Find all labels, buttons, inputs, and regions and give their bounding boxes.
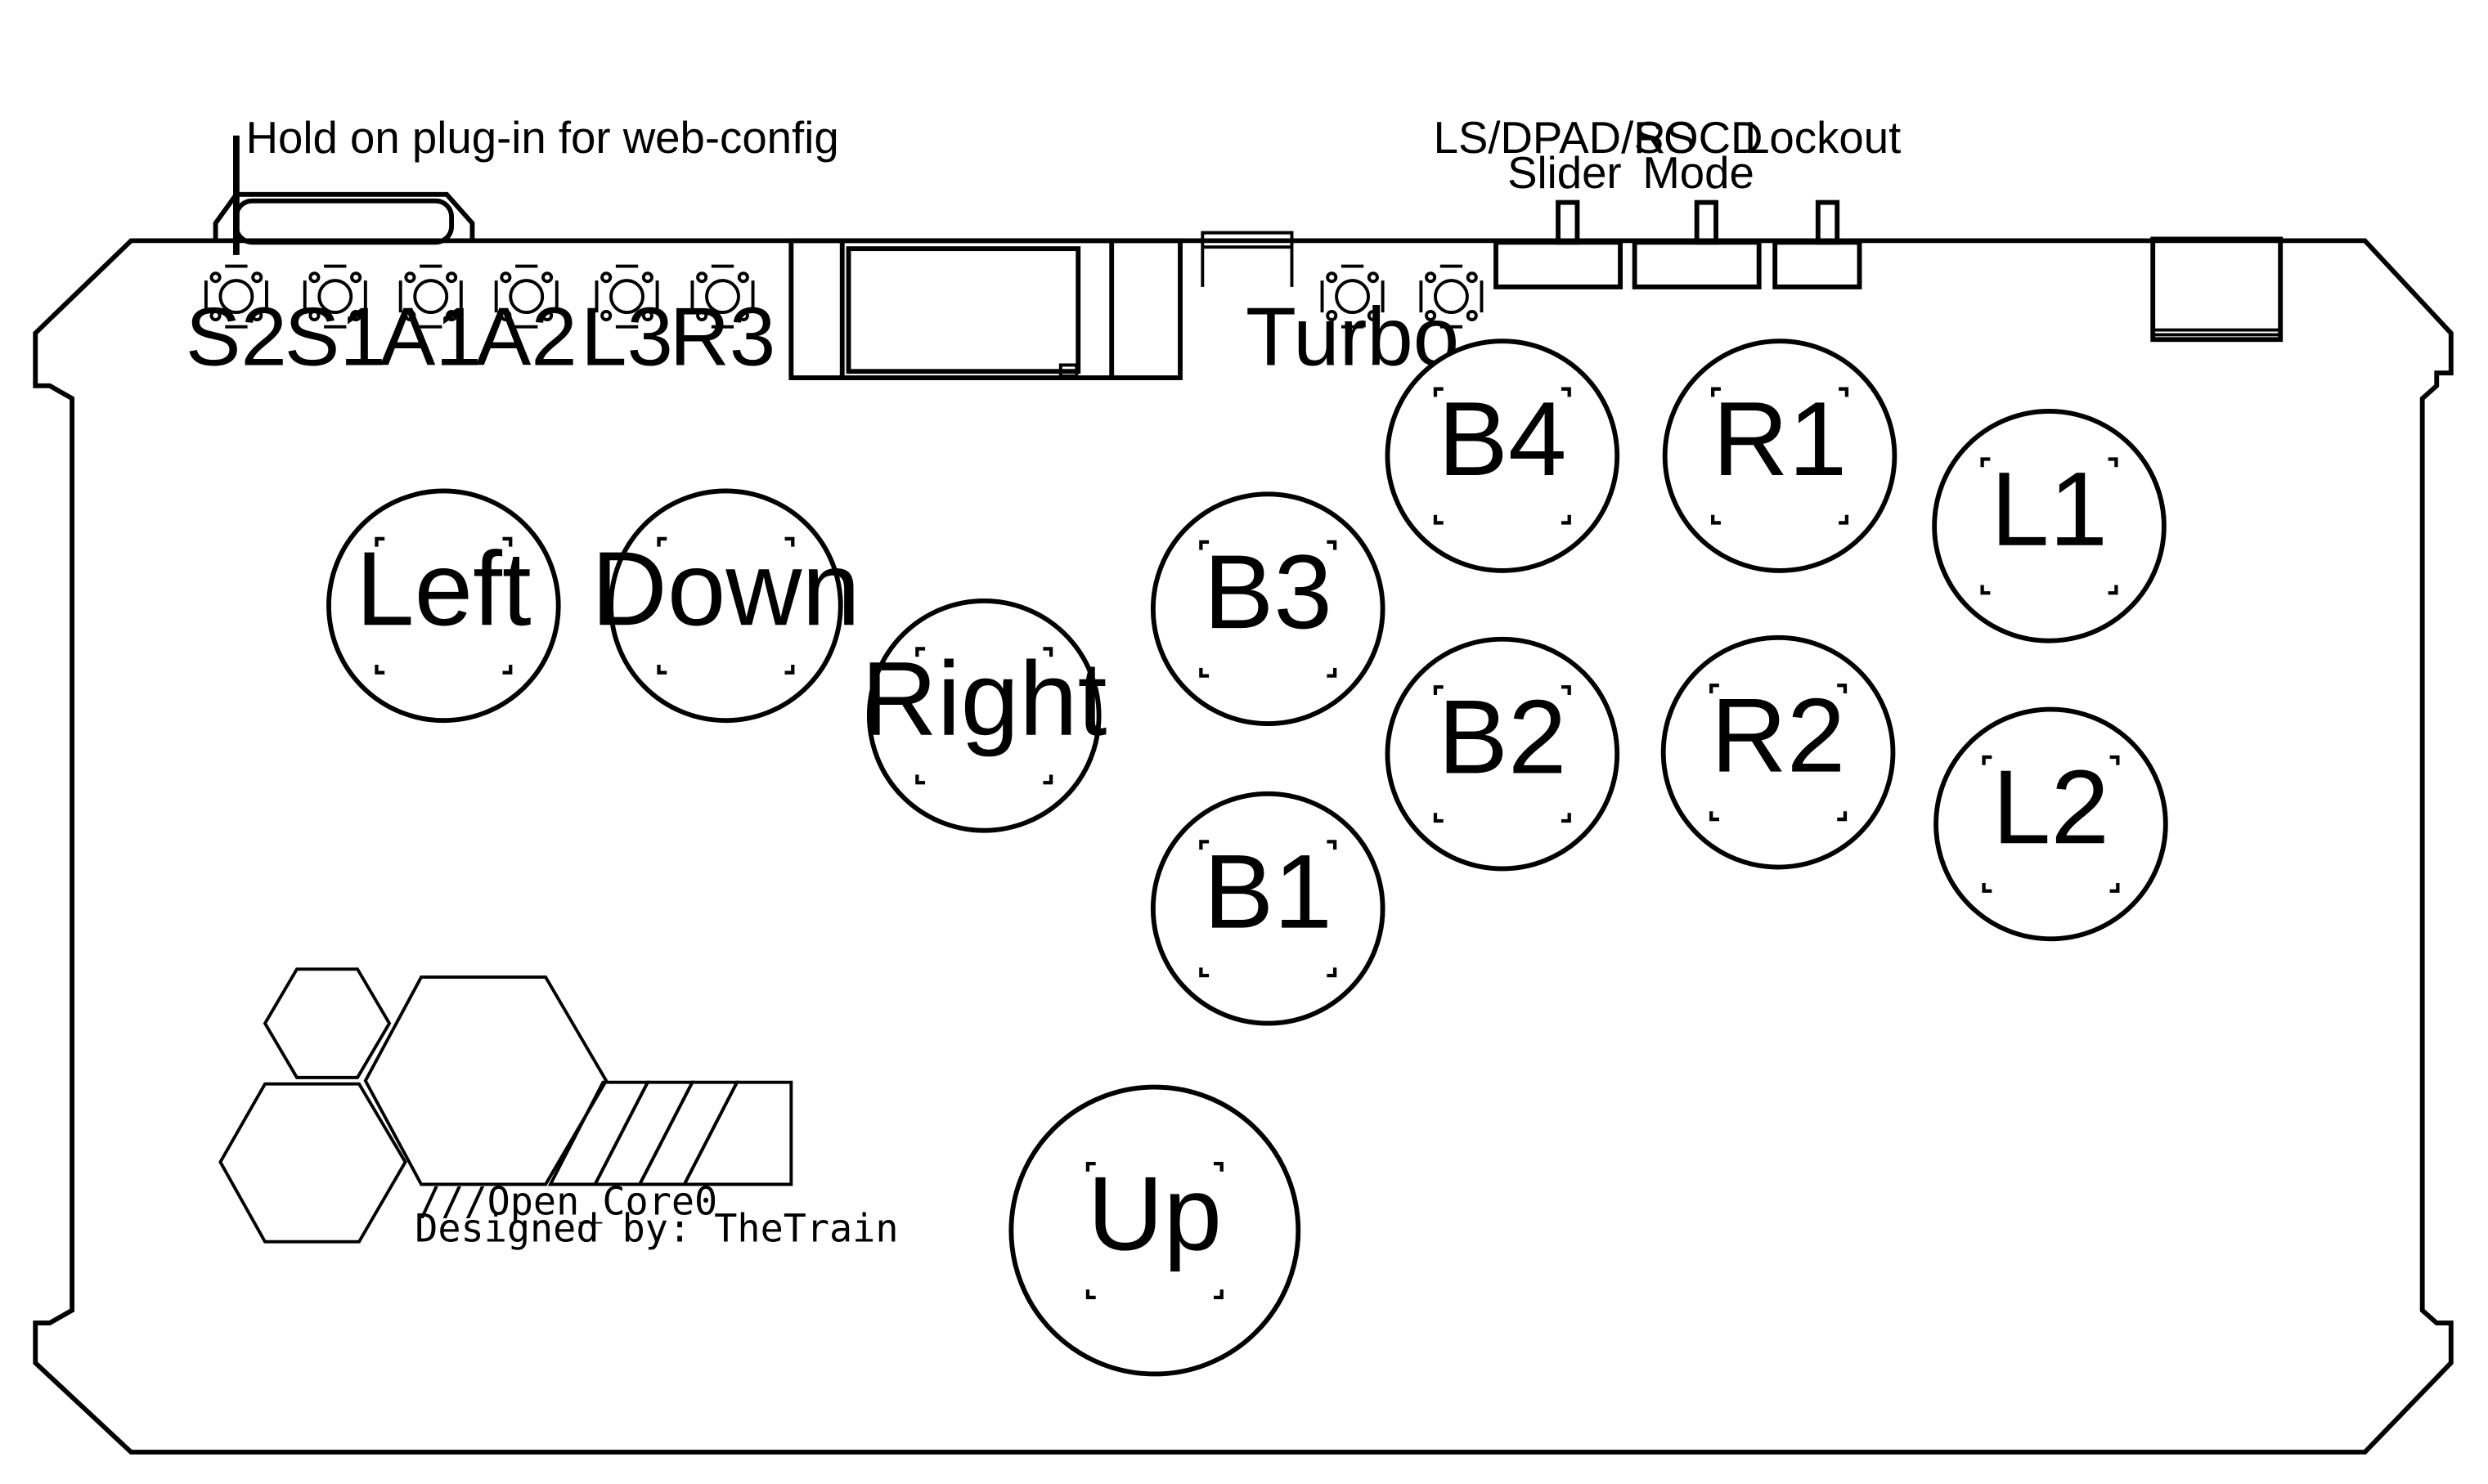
arcade-label-down: Down — [591, 531, 860, 648]
arcade-label-l1: L1 — [1991, 451, 2108, 568]
aux-label-r3: R3 — [670, 290, 776, 383]
turbo-button[interactable] — [1320, 264, 1385, 329]
arcade-button-right[interactable]: Right — [861, 599, 1107, 833]
arcade-button-left[interactable]: Left — [326, 488, 561, 724]
socd-label-line1: SOCD — [1634, 113, 1763, 163]
arcade-label-up: Up — [1088, 1155, 1222, 1272]
arcade-label-b2: B2 — [1438, 679, 1566, 796]
mode-slider-switch[interactable] — [1493, 200, 1623, 289]
aux-button-s1[interactable] — [303, 264, 367, 329]
arcade-label-b3: B3 — [1204, 534, 1332, 651]
aux-label-l3: L3 — [581, 290, 673, 383]
logo-credit-text: Designed by: TheTrain — [415, 1208, 898, 1252]
aux-button-a2[interactable] — [494, 264, 559, 329]
arcade-label-l2: L2 — [1992, 749, 2109, 866]
slider-label-line2: Slider — [1507, 148, 1622, 198]
arcade-label-left: Left — [356, 531, 532, 648]
arcade-button-b2[interactable]: B2 — [1385, 636, 1620, 872]
arcade-label-right: Right — [861, 641, 1107, 758]
lockout-label: Lockout — [1745, 113, 1901, 163]
aux-label-s2: S2 — [186, 290, 287, 383]
aux-button-a1[interactable] — [398, 264, 463, 329]
usb-port — [213, 191, 475, 245]
usb-jack — [2150, 236, 2284, 343]
turbo-label: Turbo — [1246, 290, 1459, 383]
arcade-label-b4: B4 — [1438, 381, 1566, 498]
board-outline — [33, 238, 2454, 1455]
arcade-label-b1: B1 — [1204, 834, 1332, 951]
aux-label-a2: A2 — [476, 290, 577, 383]
arcade-button-r2[interactable]: R2 — [1660, 634, 1896, 870]
arcade-button-r1[interactable]: R1 — [1662, 338, 1897, 573]
aux-label-a1: A1 — [380, 290, 482, 383]
arcade-button-b1[interactable]: B1 — [1150, 791, 1385, 1026]
lockout-switch[interactable] — [1772, 200, 1862, 289]
arcade-button-l1[interactable]: L1 — [1932, 409, 2167, 643]
aux-button-s2[interactable] — [204, 264, 268, 329]
arcade-button-down[interactable]: Down — [591, 488, 860, 724]
oled-display — [788, 238, 1183, 380]
arcade-button-up[interactable]: Up — [1008, 1084, 1301, 1377]
socd-mode-switch[interactable] — [1632, 200, 1762, 289]
turbo-button-2[interactable] — [1419, 264, 1484, 329]
arcade-button-l2[interactable]: L2 — [1933, 706, 2168, 942]
arcade-label-r1: R1 — [1713, 381, 1847, 498]
logo-brand-text: ///Open_Core0 — [418, 1181, 717, 1225]
open-core-logo — [218, 967, 793, 1244]
header-connector — [1201, 231, 1294, 287]
aux-label-s1: S1 — [285, 290, 386, 383]
arcade-button-b3[interactable]: B3 — [1150, 491, 1385, 727]
web-config-note: Hold on plug-in for web-config — [246, 113, 839, 163]
socd-label-line2: Mode — [1642, 148, 1754, 198]
arcade-button-b4[interactable]: B4 — [1385, 338, 1620, 573]
slider-label-line1: LS/DPAD/RS — [1434, 113, 1696, 163]
aux-button-r3[interactable] — [690, 264, 755, 329]
aux-button-l3[interactable] — [595, 264, 659, 329]
arcade-label-r2: R2 — [1711, 678, 1845, 795]
